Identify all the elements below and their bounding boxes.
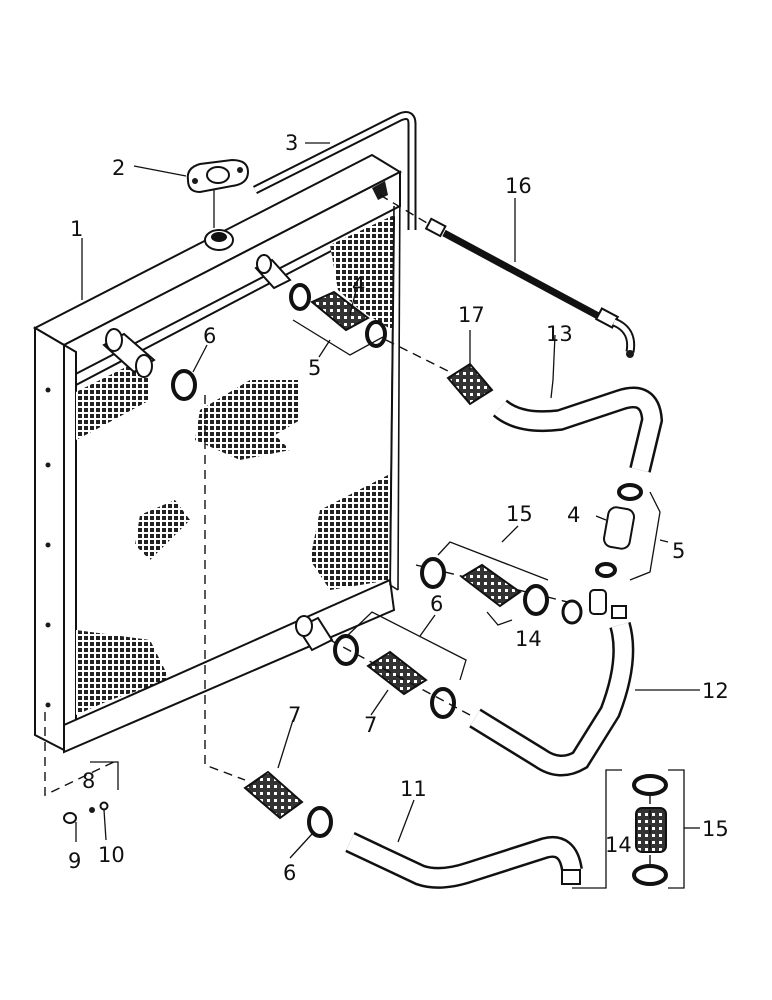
callout-labels: 1 2 3 16 4 5 6 17 13 15 4 5 14 6 7 12 7 … [68, 131, 729, 885]
hose-11-set [243, 770, 583, 889]
upper-stub-left [102, 328, 156, 378]
callout-3: 3 [285, 131, 298, 155]
callout-5-right: 5 [672, 539, 685, 563]
upper-stub-right [254, 254, 292, 290]
flange-gasket [186, 158, 250, 194]
callout-1: 1 [70, 217, 83, 241]
clamp-6-upper [171, 369, 197, 401]
callout-15-lower: 15 [702, 817, 729, 841]
right-lower-set [572, 769, 700, 889]
callout-17: 17 [458, 303, 485, 327]
callout-7-lower: 7 [288, 703, 301, 727]
callout-14-lower: 14 [605, 833, 632, 857]
callout-8: 8 [82, 769, 95, 793]
lower-middle-set [295, 611, 471, 719]
callout-6-upper: 6 [203, 324, 216, 348]
callout-14-middle: 14 [515, 627, 542, 651]
callout-4-right: 4 [567, 503, 580, 527]
callout-5-upper: 5 [308, 356, 321, 380]
filler-neck [204, 229, 234, 251]
leader-lines [81, 142, 700, 859]
callout-4-upper: 4 [352, 273, 365, 297]
callout-12: 12 [702, 679, 729, 703]
hose-13 [385, 339, 664, 473]
callout-10: 10 [98, 843, 125, 867]
upper-clamp-set [289, 283, 387, 356]
right-vertical-set [589, 483, 669, 615]
middle-set-15 [415, 541, 627, 626]
callout-6-lower: 6 [283, 861, 296, 885]
overflow-pipe [252, 111, 417, 230]
radiator [32, 153, 403, 754]
dashed-guide-6-7 [204, 395, 246, 781]
callout-2: 2 [112, 156, 125, 180]
callout-16: 16 [505, 174, 532, 198]
hose-16 [379, 194, 636, 358]
bolt-set [44, 712, 119, 842]
callout-15-middle: 15 [506, 502, 533, 526]
callout-6-middle: 6 [430, 592, 443, 616]
callout-9: 9 [68, 849, 81, 873]
callout-7-middle: 7 [364, 713, 377, 737]
hose-12 [469, 621, 635, 777]
callout-11: 11 [400, 777, 427, 801]
callout-13: 13 [546, 322, 573, 346]
